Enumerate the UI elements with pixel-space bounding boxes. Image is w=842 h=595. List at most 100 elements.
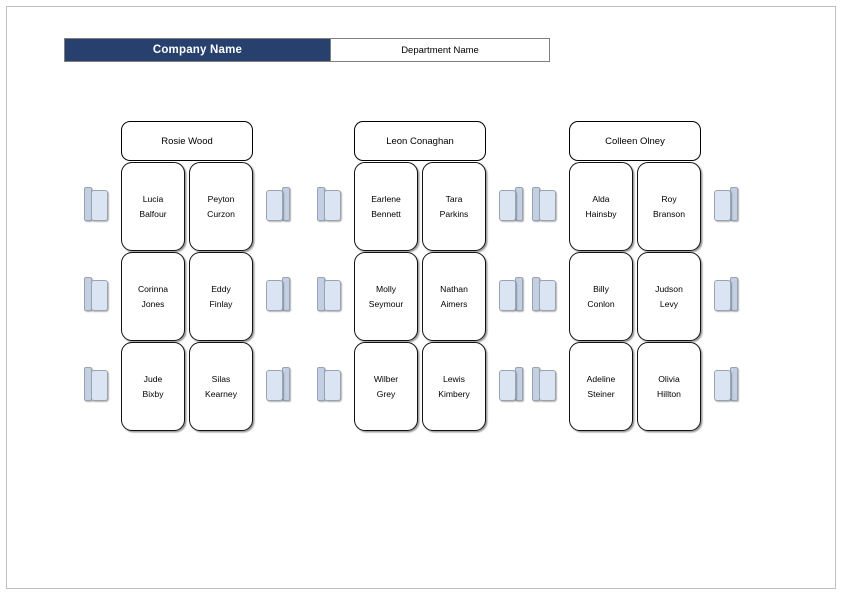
seat-first-name: Adeline (586, 373, 616, 384)
chair-seat-icon (266, 280, 283, 311)
seat-last-name: Hillton (657, 388, 681, 399)
chair-seat-icon (91, 280, 108, 311)
chair-right-icon (712, 367, 738, 405)
chair-seat-icon (91, 190, 108, 221)
chair-seat-icon (714, 280, 731, 311)
seat-first-name: Lewis (443, 373, 465, 384)
chair-left-icon (317, 367, 343, 405)
chair-seat-icon (91, 370, 108, 401)
seat-last-name: Bennett (371, 208, 401, 219)
table-host-label[interactable]: Colleen Olney (569, 121, 701, 161)
chair-seat-icon (539, 280, 556, 311)
chair-seat-icon (714, 370, 731, 401)
department-name-cell[interactable]: Department Name (330, 38, 550, 62)
seat-first-name: Jude (143, 373, 163, 384)
seat-first-name: Tara (445, 193, 463, 204)
seat-first-name: Lucia (142, 193, 164, 204)
chair-right-icon (497, 367, 523, 405)
seat-first-name: Nathan (440, 283, 468, 294)
chair-seat-icon (499, 190, 516, 221)
chair-back-icon (730, 187, 738, 221)
seat-last-name: Aimers (440, 298, 468, 309)
chair-seat-icon (266, 370, 283, 401)
seat-last-name: Kearney (204, 388, 237, 399)
seat-last-name: Jones (141, 298, 165, 309)
chair-back-icon (515, 277, 523, 311)
chair-left-icon (84, 277, 110, 315)
chair-seat-icon (499, 370, 516, 401)
chair-right-icon (712, 187, 738, 225)
chair-back-icon (730, 367, 738, 401)
chair-back-icon (282, 277, 290, 311)
chair-right-icon (264, 277, 290, 315)
chair-seat-icon (266, 190, 283, 221)
seat-first-name: Judson (655, 283, 683, 294)
seat-last-name: Conlon (587, 298, 615, 309)
seat-last-name: Steiner (587, 388, 615, 399)
seat-last-name: Grey (376, 388, 396, 399)
chair-left-icon (532, 187, 558, 225)
chart-header: Company Name Department Name (64, 38, 551, 62)
chair-left-icon (532, 277, 558, 315)
seat-first-name: Silas (211, 373, 231, 384)
chair-right-icon (712, 277, 738, 315)
chair-seat-icon (324, 370, 341, 401)
seat-last-name: Bixby (142, 388, 164, 399)
table-host-label[interactable]: Rosie Wood (121, 121, 253, 161)
seat-first-name: Molly (375, 283, 397, 294)
chair-seat-icon (324, 190, 341, 221)
chair-left-icon (532, 367, 558, 405)
chair-left-icon (84, 187, 110, 225)
seat-last-name: Curzon (207, 208, 235, 219)
chair-seat-icon (499, 280, 516, 311)
chair-back-icon (515, 187, 523, 221)
seat-last-name: Finlay (209, 298, 233, 309)
chair-right-icon (497, 277, 523, 315)
chair-seat-icon (539, 370, 556, 401)
seat-first-name: Eddy (211, 283, 231, 294)
chair-left-icon (317, 187, 343, 225)
chair-back-icon (730, 277, 738, 311)
seat-first-name: Corinna (137, 283, 169, 294)
chair-back-icon (282, 367, 290, 401)
company-name-cell[interactable]: Company Name (64, 38, 331, 62)
seat-first-name: Olivia (658, 373, 680, 384)
chair-right-icon (264, 187, 290, 225)
chair-seat-icon (714, 190, 731, 221)
seat-first-name: Wilber (373, 373, 399, 384)
seat-last-name: Balfour (139, 208, 167, 219)
table-host-label[interactable]: Leon Conaghan (354, 121, 486, 161)
seat-last-name: Seymour (368, 298, 404, 309)
chair-back-icon (515, 367, 523, 401)
